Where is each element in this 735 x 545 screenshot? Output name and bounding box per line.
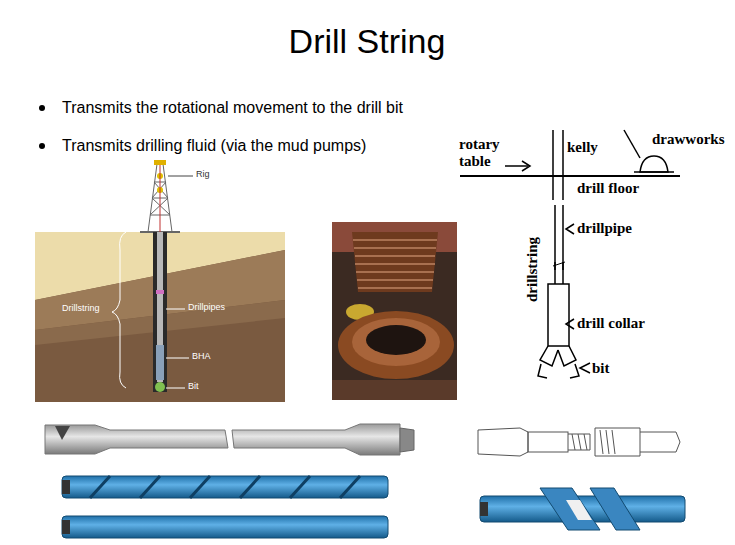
part-label: drillpipe: [577, 219, 632, 237]
part-label: drillstring: [523, 237, 541, 302]
thread-photo: [332, 222, 457, 400]
part-label: drill floor: [577, 179, 639, 197]
rig-illustration: [35, 160, 285, 402]
bullet-text: Transmits drilling fluid (via the mud pu…: [62, 136, 366, 155]
bullet-text: Transmits the rotational movement to the…: [62, 98, 403, 117]
bullet: [39, 143, 45, 149]
part-label: BHA: [192, 351, 211, 362]
drill-pipe-render: [45, 424, 685, 538]
bullet: [39, 105, 45, 111]
part-label: drill collar: [577, 314, 645, 332]
part-label: Drillpipes: [188, 302, 225, 313]
part-label: drawworks: [652, 130, 725, 148]
slide-title: Drill String: [289, 22, 446, 61]
drillstring-schematic: [460, 130, 680, 378]
part-label: Bit: [188, 381, 199, 392]
part-label: Rig: [196, 169, 210, 180]
part-label: rotary table: [459, 136, 509, 170]
part-label: Drillstring: [62, 303, 100, 314]
part-label: kelly: [567, 138, 598, 156]
part-label: bit: [592, 359, 610, 377]
